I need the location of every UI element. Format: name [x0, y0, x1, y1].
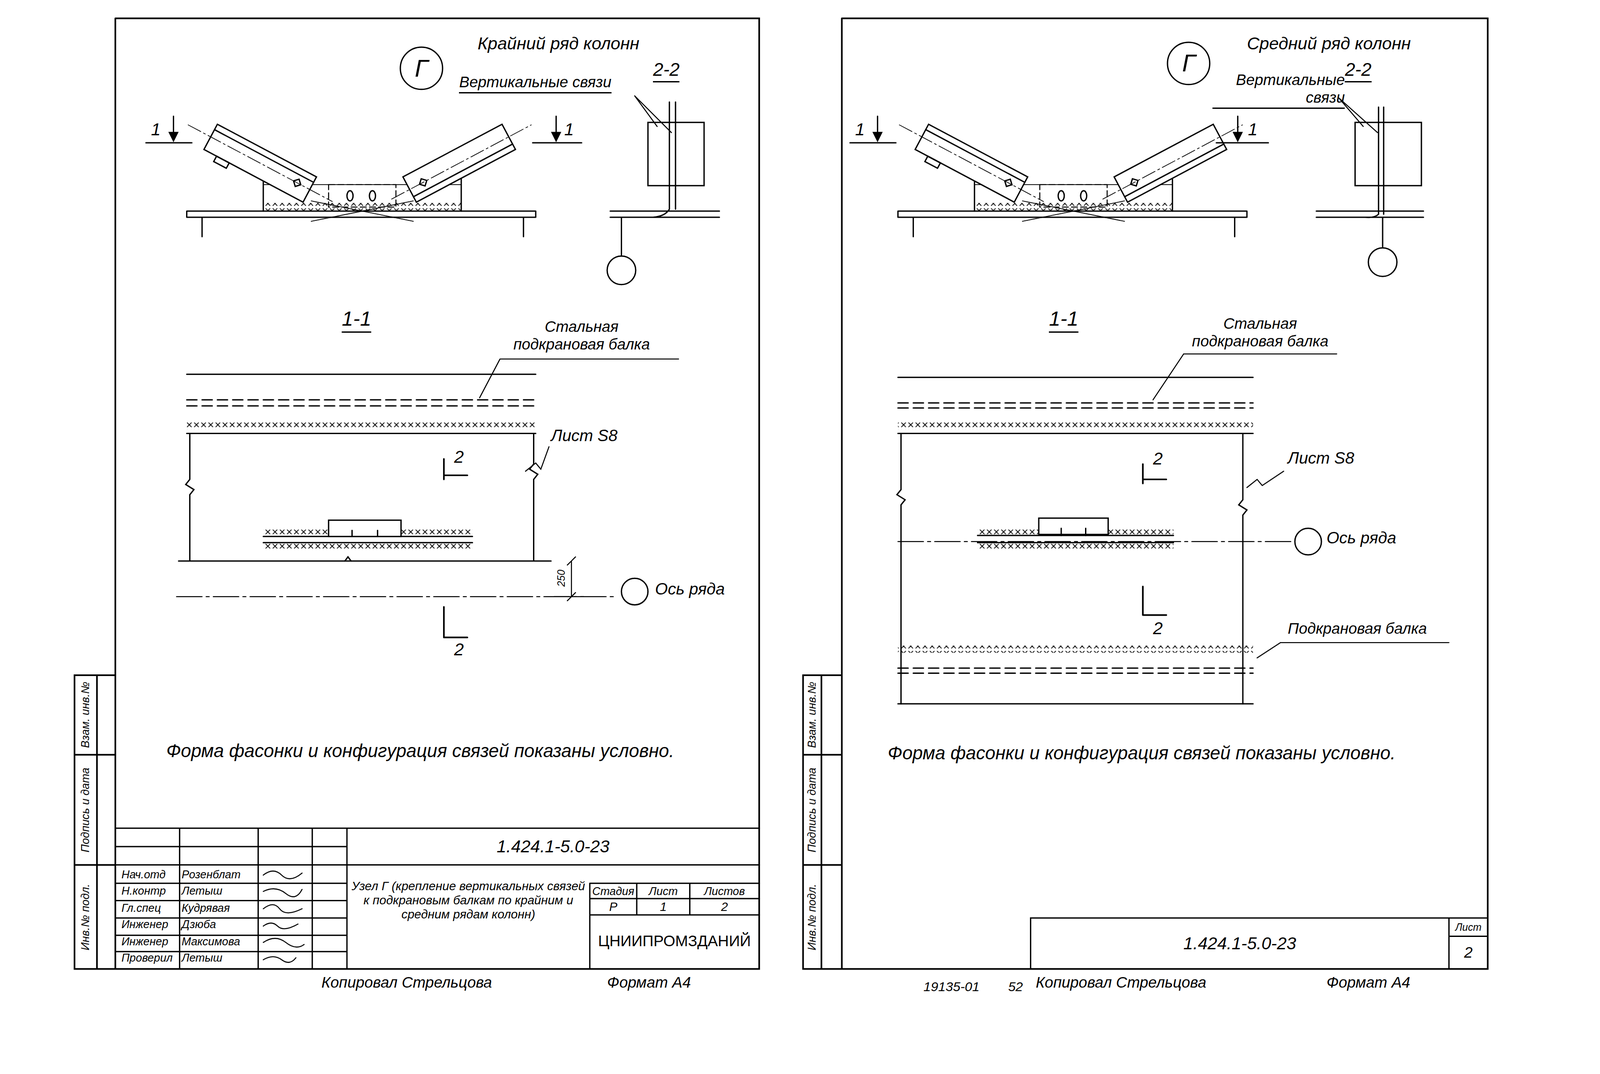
drawing-label: 1 — [854, 119, 865, 140]
drawing-label: Подпись и дата — [79, 767, 93, 853]
drawing-label: Розенблат — [181, 868, 241, 882]
drawing-label: 1 — [1248, 119, 1258, 140]
drawing-label: Форма фасонки и конфигурация связей пока… — [166, 740, 675, 762]
drawing-label: Максимова — [181, 935, 241, 949]
drawing-label: Подпись и дата — [805, 767, 819, 853]
drawing-label: Инженер — [121, 935, 168, 949]
drawing-label: 2 — [1464, 944, 1473, 963]
drawing-label: Летыш — [181, 884, 223, 898]
drawing-label: Форма фасонки и конфигурация связей пока… — [887, 742, 1396, 765]
drawing-label: Проверил — [121, 951, 173, 965]
drawing-label: Крайний ряд колонн — [477, 33, 640, 54]
drawing-label: Копировал Стрельцова — [1035, 974, 1207, 993]
drawing-label: 2 — [1152, 448, 1163, 469]
drawing-label: 2 — [720, 900, 728, 915]
drawing-label: Лист — [1455, 921, 1482, 934]
drawing-label: Ось ряда — [1326, 528, 1397, 548]
drawing-label: 2-2 — [652, 59, 680, 83]
drawing-label: Формат А4 — [607, 974, 691, 993]
drawing-label: 2 — [454, 639, 464, 660]
drawing-label: Лист — [648, 885, 679, 899]
drawing-label: Формат А4 — [1326, 974, 1411, 993]
section-circle: Г — [1166, 41, 1212, 86]
drawing-label: Взам. инв.№ — [805, 682, 819, 749]
drawing-label: Подкрановая балка — [1287, 620, 1428, 638]
drawing-label: ЦНИИПРОМЗДАНИЙ — [598, 932, 751, 951]
drawing-label: 52 — [1008, 979, 1023, 996]
drawing-label: 2 — [454, 447, 464, 467]
drawing-label: Нач.отд — [121, 868, 166, 882]
drawing-label: Н.контр — [121, 884, 166, 898]
drawing-label: Инженер — [121, 918, 168, 932]
drawing-label: Стальная подкрановая балка — [510, 318, 653, 354]
drawing-label: Вертикальные связи — [1212, 71, 1346, 109]
drawing-label: Инв.№ подл. — [79, 883, 93, 951]
circle-letter: Г — [1166, 41, 1212, 86]
drawing-label: Дзюба — [181, 918, 217, 932]
drawing-label: 1.424.1-5.0-23 — [496, 836, 610, 857]
drawing-label: Взам. инв.№ — [79, 682, 93, 749]
drawing-label: Кудрявая — [181, 902, 230, 915]
drawing-label: 2-2 — [1344, 59, 1372, 83]
circle-letter: Г — [399, 45, 444, 91]
drawing-label: 1-1 — [341, 307, 372, 333]
drawing-label: 1-1 — [1048, 307, 1079, 333]
drawing-label: Копировал Стрельцова — [321, 974, 493, 993]
drawing-label: Стадия — [592, 885, 635, 899]
drawing-label: 1 — [564, 119, 575, 140]
drawing-label: Стальная подкрановая балка — [1188, 315, 1332, 351]
drawing-label: Р — [609, 900, 618, 915]
drawing-label: 2 — [1152, 618, 1163, 639]
drawing-label: 250 — [555, 570, 568, 588]
drawing-label: 1 — [660, 900, 667, 915]
drawing-label: Средний ряд колонн — [1246, 33, 1411, 54]
drawing-label: Инв.№ подл. — [805, 883, 819, 951]
drawing-label: Лист S8 — [551, 426, 618, 446]
drawing-label: Листов — [704, 885, 746, 899]
drawing-label: 19135-01 — [923, 979, 980, 996]
drawing-label: Летыш — [181, 951, 223, 965]
section-circle: Г — [399, 45, 444, 91]
drawing-label: Ось ряда — [655, 579, 725, 599]
drawing-label: Вертикальные связи — [458, 73, 612, 94]
drawing-label: 1 — [151, 119, 161, 140]
drawing-label: Лист S8 — [1287, 448, 1355, 468]
drawing-label: 1.424.1-5.0-23 — [1183, 933, 1297, 954]
drawing-label: Гл.спец — [121, 902, 161, 915]
drawing-label: Узел Г (крепление вертикальных связей к … — [350, 879, 586, 922]
